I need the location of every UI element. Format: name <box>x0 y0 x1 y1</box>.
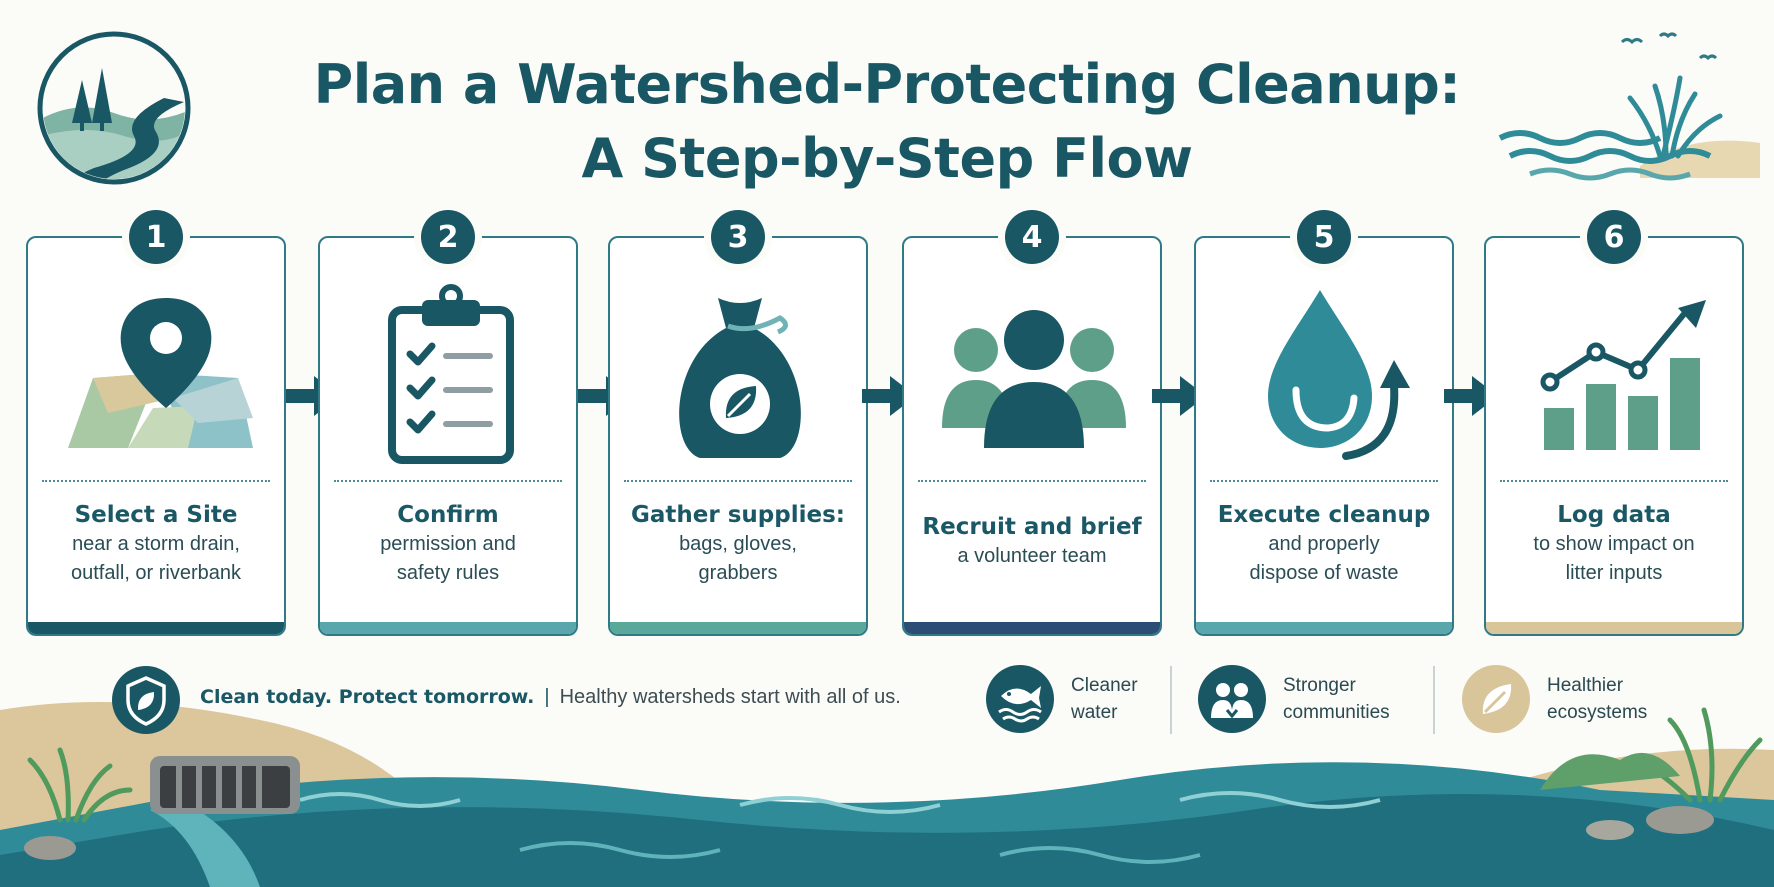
step-description-line: permission and <box>380 533 516 555</box>
step-description-line: litter inputs <box>1565 562 1663 584</box>
step-number-1: 1 <box>129 210 183 264</box>
leaf-icon <box>1462 665 1530 733</box>
benefit-label-line: communities <box>1283 702 1390 723</box>
step-heading: Select a Site <box>74 502 238 528</box>
arrow-right-icon <box>1152 376 1206 416</box>
footer-tagline: Clean today. Protect tomorrow. | Healthy w… <box>110 664 940 734</box>
footer-message: Healthy watersheds start with all of us. <box>559 686 901 708</box>
step-description-line: and properly <box>1268 533 1380 555</box>
step-number-2: 2 <box>421 210 475 264</box>
benefits-row: Cleaner water Stronger communities Healt… <box>985 660 1675 740</box>
bar-chart-trend-icon <box>1540 300 1706 450</box>
trash-bag-icon <box>679 298 801 458</box>
separator: | <box>544 686 550 708</box>
step-card-5: Execute cleanup and properly dispose of … <box>1194 236 1454 636</box>
step-heading: Recruit and brief <box>922 514 1142 540</box>
benefit-label-line: water <box>1071 702 1118 723</box>
step-card-4: Recruit and brief a volunteer team <box>902 236 1162 636</box>
step-description-line: a volunteer team <box>957 545 1107 567</box>
shield-leaf-icon <box>112 666 180 734</box>
step-number-4: 4 <box>1005 210 1059 264</box>
riverbank-scene <box>0 702 1774 887</box>
step-description-line: near a storm drain, <box>72 533 240 555</box>
volunteer-group-icon <box>942 310 1126 448</box>
step-card-2: Confirm permission and safety rules <box>318 236 578 636</box>
step-heading: Gather supplies: <box>631 502 845 528</box>
step-number-3: 3 <box>711 210 765 264</box>
step-heading: Log data <box>1557 502 1671 528</box>
step-description-line: grabbers <box>698 562 778 584</box>
step-description-line: outfall, or riverbank <box>70 562 242 584</box>
step-description-line: to show impact on <box>1533 533 1695 555</box>
water-drop-icon <box>1268 290 1410 460</box>
community-people-icon <box>1198 665 1266 733</box>
step-number-5: 5 <box>1297 210 1351 264</box>
step-heading: Execute cleanup <box>1217 502 1431 528</box>
benefit-label-line: ecosystems <box>1547 702 1648 723</box>
shoreline-waves-icon <box>1498 32 1760 181</box>
fish-water-icon <box>986 665 1054 733</box>
watershed-logo-icon <box>37 31 191 185</box>
slogan: Clean today. Protect tomorrow. <box>200 686 535 708</box>
step-number-6: 6 <box>1587 210 1641 264</box>
step-description-line: safety rules <box>396 562 500 584</box>
step-description-line: bags, gloves, <box>679 533 797 555</box>
step-card-3: Gather supplies: bags, gloves, grabbers <box>608 236 868 636</box>
step-flow: Select a Site near a storm drain, outfal… <box>26 210 1744 636</box>
benefit-label-line: Stronger <box>1283 675 1356 696</box>
benefit-label-line: Healthier <box>1547 675 1624 696</box>
title-line-2: A Step-by-Step Flow <box>581 127 1193 190</box>
clipboard-checklist-icon <box>388 284 514 464</box>
step-heading: Confirm <box>397 502 499 528</box>
title-line-1: Plan a Watershed-Protecting Cleanup: <box>313 53 1461 116</box>
step-card-6: Log data to show impact on litter inputs <box>1484 236 1744 636</box>
step-description-line: dispose of waste <box>1249 562 1399 584</box>
map-pin-icon <box>68 298 253 448</box>
benefit-label-line: Cleaner <box>1071 675 1138 696</box>
page-title: Plan a Watershed-Protecting Cleanup: A S… <box>0 48 1774 196</box>
step-card-1: Select a Site near a storm drain, outfal… <box>26 236 286 636</box>
